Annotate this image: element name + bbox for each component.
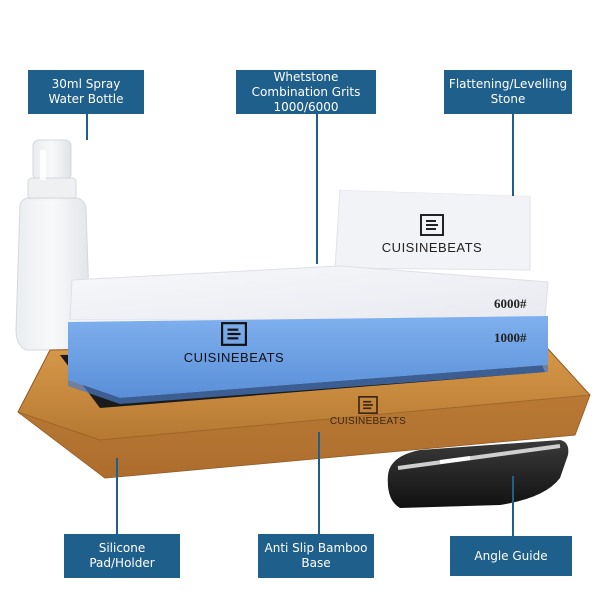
- brand-logo-base: CUISINEBEATS: [320, 396, 416, 427]
- callout-flattening: Flattening/Levelling Stone: [444, 70, 572, 114]
- callout-spray-bottle: 30ml Spray Water Bottle: [28, 70, 144, 114]
- leader-flattening: [512, 114, 514, 196]
- callout-silicone-text: Silicone Pad/Holder: [89, 541, 155, 570]
- callout-whetstone: Whetstone Combination Grits 1000/6000: [236, 70, 376, 114]
- leader-spray-bottle: [86, 114, 88, 140]
- leader-silicone: [116, 458, 118, 534]
- leader-bamboo: [318, 432, 320, 534]
- brand-name-whetstone: CUISINEBEATS: [183, 350, 285, 365]
- brand-name-base: CUISINEBEATS: [329, 416, 407, 427]
- callout-silicone: Silicone Pad/Holder: [64, 534, 180, 578]
- brand-mark-icon: [221, 322, 247, 346]
- callout-angle-guide: Angle Guide: [450, 536, 572, 576]
- brand-mark-icon: [420, 214, 444, 236]
- brand-logo-flattening: CUISINEBEATS: [372, 214, 492, 255]
- angle-guide-shape: [387, 440, 569, 508]
- grit-label-fine: 6000#: [494, 296, 527, 311]
- callout-whetstone-text: Whetstone Combination Grits 1000/6000: [251, 69, 361, 114]
- brand-name-flattening: CUISINEBEATS: [381, 240, 483, 255]
- whetstone-shape: [68, 265, 549, 404]
- leader-angle-guide: [512, 476, 514, 536]
- brand-mark-icon: [358, 396, 378, 414]
- callout-bamboo: Anti Slip Bamboo Base: [258, 534, 374, 578]
- callout-angle-guide-text: Angle Guide: [474, 548, 548, 563]
- grit-label-coarse: 1000#: [494, 330, 527, 345]
- callout-bamboo-text: Anti Slip Bamboo Base: [264, 541, 368, 570]
- callout-flattening-text: Flattening/Levelling Stone: [448, 77, 568, 106]
- leader-whetstone: [316, 114, 318, 264]
- brand-logo-whetstone: CUISINEBEATS: [176, 322, 292, 365]
- callout-spray-bottle-text: 30ml Spray Water Bottle: [48, 77, 124, 106]
